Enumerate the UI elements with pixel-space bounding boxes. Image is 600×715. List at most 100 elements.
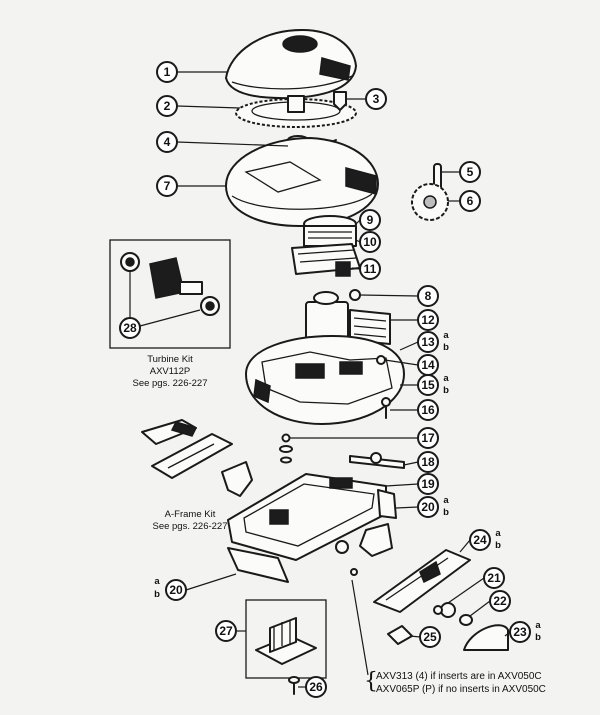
- suffix-20-left: a b: [154, 576, 160, 600]
- callout-22: 22: [489, 590, 511, 612]
- callout-27: 27: [215, 620, 237, 642]
- part-gear: [411, 183, 449, 221]
- svg-text:6: 6: [467, 194, 474, 208]
- svg-text:a: a: [443, 373, 449, 384]
- part-screw-8: [349, 289, 361, 301]
- svg-text:10: 10: [363, 235, 377, 249]
- svg-text:b: b: [443, 507, 449, 518]
- part-side-panel: [373, 549, 471, 613]
- part-cap-22: [459, 614, 473, 626]
- svg-text:19: 19: [421, 477, 435, 491]
- part-top-cover: [225, 29, 357, 100]
- callout-4: 4: [156, 131, 178, 153]
- callout-12: 12: [417, 309, 439, 331]
- suffix-15: a b: [443, 373, 449, 396]
- svg-text:18: 18: [421, 455, 435, 469]
- svg-text:28: 28: [123, 321, 137, 335]
- svg-text:A-Frame Kit: A-Frame Kit: [165, 509, 216, 520]
- callout-18: 18: [417, 451, 439, 473]
- part-bushing-21: [433, 602, 456, 618]
- svg-text:9: 9: [367, 213, 374, 227]
- callout-20-left: 20: [165, 579, 187, 601]
- svg-text:26: 26: [309, 680, 323, 694]
- svg-text:25: 25: [423, 630, 437, 644]
- callout-25: 25: [419, 626, 441, 648]
- svg-text:AXV313 (4) if inserts are in A: AXV313 (4) if inserts are in AXV050C: [376, 671, 542, 682]
- suffix-20-right: a b: [443, 495, 449, 518]
- part-wedge-20: [227, 547, 289, 583]
- svg-text:15: 15: [421, 378, 435, 392]
- callout-21: 21: [483, 567, 505, 589]
- part-aframe-left-panels: [141, 419, 253, 497]
- callout-1: 1: [156, 61, 178, 83]
- svg-text:23: 23: [513, 625, 527, 639]
- callout-19: 19: [417, 473, 439, 495]
- svg-text:Turbine Kit: Turbine Kit: [147, 354, 193, 365]
- part-lower-housing: [245, 335, 405, 425]
- svg-text:11: 11: [364, 262, 377, 276]
- part-axle: [349, 452, 405, 469]
- svg-text:b: b: [443, 342, 449, 353]
- svg-text:AXV112P: AXV112P: [150, 366, 191, 377]
- callout-20-right: 20: [417, 496, 439, 518]
- svg-text:a: a: [535, 620, 541, 631]
- svg-text:a: a: [154, 576, 160, 587]
- callout-11: 11: [359, 258, 381, 280]
- suffix-23: a b: [535, 620, 541, 643]
- part-motor-assembly: [291, 215, 361, 277]
- callout-13: 13: [417, 331, 439, 353]
- aframe-kit-label: A-Frame Kit See pgs. 226-227: [152, 509, 227, 532]
- callout-26: 26: [305, 676, 327, 698]
- svg-text:1: 1: [164, 65, 171, 79]
- svg-text:12: 12: [421, 313, 435, 327]
- svg-text:b: b: [443, 385, 449, 396]
- suffix-24: a b: [495, 528, 501, 551]
- callout-6: 6: [459, 190, 481, 212]
- callout-28: 28: [119, 317, 141, 339]
- svg-text:b: b: [495, 540, 501, 551]
- svg-text:8: 8: [425, 289, 432, 303]
- part-wedge-23: [463, 624, 509, 651]
- svg-text:13: 13: [421, 335, 435, 349]
- svg-text:AXV065P (P) if no inserts in A: AXV065P (P) if no inserts in AXV050C: [376, 684, 546, 695]
- callout-10: 10: [359, 231, 381, 253]
- svg-text:a: a: [443, 495, 449, 506]
- leader-lines: [129, 71, 511, 688]
- svg-text:22: 22: [493, 594, 507, 608]
- callout-16: 16: [417, 399, 439, 421]
- callout-17: 17: [417, 427, 439, 449]
- svg-text:21: 21: [487, 571, 501, 585]
- callout-3: 3: [365, 88, 387, 110]
- turbine-kit-box: [109, 239, 231, 349]
- svg-text:24: 24: [473, 533, 487, 547]
- svg-text:16: 16: [421, 403, 435, 417]
- svg-text:a: a: [495, 528, 501, 539]
- svg-text:20: 20: [169, 583, 183, 597]
- part-27-box: [245, 599, 327, 679]
- svg-text:27: 27: [219, 624, 233, 638]
- part-screw-16: [381, 397, 391, 419]
- svg-text:b: b: [154, 589, 160, 600]
- part-clip-25: [387, 625, 413, 645]
- part-small-bolt: [333, 91, 347, 111]
- turbine-kit-label: Turbine Kit AXV112P See pgs. 226-227: [132, 354, 207, 389]
- callout-2: 2: [156, 95, 178, 117]
- screw-note: { AXV313 (4) if inserts are in AXV050C A…: [364, 669, 546, 695]
- part-bracket: [335, 523, 393, 576]
- callout-14: 14: [417, 354, 439, 376]
- svg-text:a: a: [443, 330, 449, 341]
- svg-text:{: {: [364, 669, 378, 694]
- svg-text:17: 17: [421, 431, 435, 445]
- callout-8: 8: [417, 285, 439, 307]
- svg-text:See pgs. 226-227: See pgs. 226-227: [132, 378, 207, 389]
- svg-text:See pgs. 226-227: See pgs. 226-227: [152, 521, 227, 532]
- callout-23: 23: [509, 621, 531, 643]
- svg-text:5: 5: [467, 165, 474, 179]
- suffix-13: a b: [443, 330, 449, 353]
- callout-7: 7: [156, 175, 178, 197]
- svg-text:4: 4: [164, 135, 171, 149]
- svg-text:7: 7: [164, 179, 171, 193]
- callout-9: 9: [359, 209, 381, 231]
